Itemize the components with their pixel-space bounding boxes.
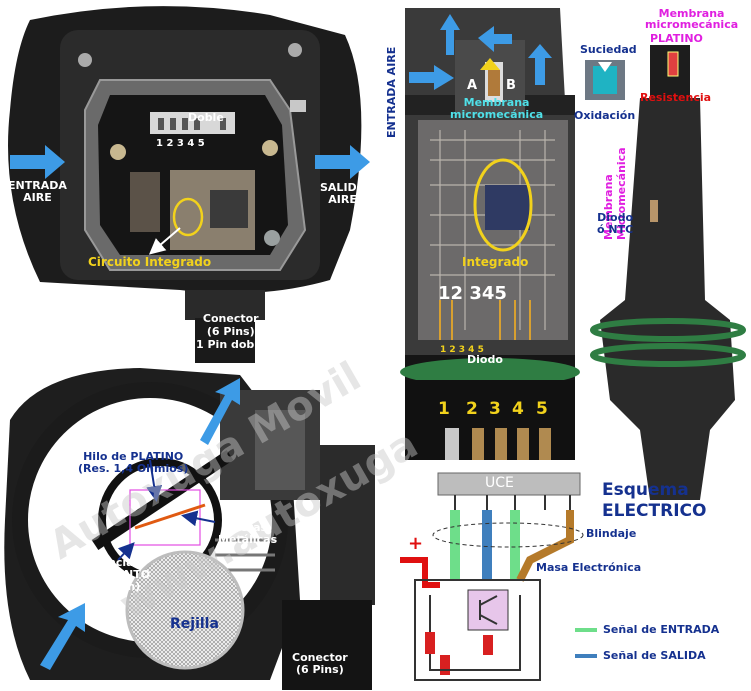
connector-pin-1: 1 xyxy=(438,399,450,419)
blindaje-label: Blindaje xyxy=(586,527,637,540)
connector-pin-5: 5 xyxy=(536,399,548,419)
airflow-arrows-top-middle xyxy=(409,14,552,90)
senal-salida-label: Señal de SALIDA xyxy=(603,649,706,662)
pins-mid-label: 12 345 xyxy=(438,283,507,304)
conector-6-pins-top-label: Conector (6 Pins) 1 Pin doble xyxy=(196,312,266,351)
salida-aire-label: SALIDA AIRE xyxy=(320,181,366,206)
a-label: A xyxy=(467,78,478,93)
arrow-up-icon xyxy=(440,14,460,55)
electrico-label: ELECTRICO xyxy=(602,501,707,521)
hilo-platino-label: Hilo de PLATINO (Res. 1,4 Ohmios) xyxy=(78,450,189,475)
arrow-up-right-icon xyxy=(40,603,85,670)
connector-pin-2: 2 xyxy=(466,399,478,419)
doble-label: Doble xyxy=(188,111,224,124)
plus-sign-label: + xyxy=(408,533,424,554)
arrow-right-icon xyxy=(409,65,454,90)
arrow-down-icon xyxy=(480,58,500,70)
ic-highlight-ring xyxy=(172,197,204,237)
rejilla-mesh xyxy=(125,550,245,670)
electrical-schematic xyxy=(400,472,597,681)
connector-pin-4: 4 xyxy=(512,399,524,419)
arrow-up-right-icon xyxy=(200,378,240,445)
airflow-arrows-left xyxy=(10,145,370,670)
sensor-side-profile xyxy=(585,45,746,500)
arrow-up-icon xyxy=(528,44,552,85)
integrado-label: Integrado xyxy=(462,255,529,269)
platino-label: PLATINO xyxy=(650,32,703,45)
membrana-micromecanica-label: Membrana micromecánica xyxy=(450,96,544,121)
conector-6-pins-bottom-label: Conector (6 Pins) xyxy=(292,651,348,676)
sensor-housing-top-view xyxy=(8,6,362,363)
masa-electronica-label: Masa Electrónica xyxy=(536,561,642,574)
pins-top-label: 1 2 3 4 5 xyxy=(156,138,205,149)
circuito-integrado-label: Circuito Integrado xyxy=(88,255,212,269)
arrow-right-icon xyxy=(10,145,65,179)
resistencia-calentamiento-label: Resistencia CALENTAMIENTO (Res. 370 Oh) … xyxy=(46,556,151,605)
connector-pin-3: 3 xyxy=(489,399,501,419)
pins-small-label: 1 2 3 4 5 xyxy=(440,345,484,355)
esquema-label: Esquema xyxy=(602,480,689,500)
rejilla-label: Rejilla xyxy=(170,616,219,632)
integrado-highlight-ring xyxy=(473,158,533,252)
sensor-element-photo xyxy=(400,8,580,460)
suciedad-label: Suciedad xyxy=(580,43,637,56)
resistencia-label: Resistencia xyxy=(640,91,712,104)
senal-entrada-label: Señal de ENTRADA xyxy=(603,623,720,636)
entrada-aire-vertical-label: ENTRADA AIRE xyxy=(385,46,398,138)
arrow-right-icon xyxy=(315,145,370,179)
aletas-metalicas-label: Aletas Metálicas xyxy=(218,521,278,546)
voltios-label: Voltios xyxy=(706,49,717,88)
entrada-aire-left-label: ENTRADA AIRE xyxy=(8,179,67,204)
membrana-micromecanica-top-label: Membrana micromecánica xyxy=(645,7,739,31)
oxidacion-label: Oxidación xyxy=(574,109,636,122)
arrow-left-icon xyxy=(478,26,512,52)
diodo-ntc-label: Diodo ó NTC xyxy=(597,211,634,236)
sensor-tube-front xyxy=(4,368,375,690)
diodo-label: Diodo xyxy=(467,353,503,366)
b-label: B xyxy=(506,78,516,93)
uce-label: UCE xyxy=(485,475,514,491)
